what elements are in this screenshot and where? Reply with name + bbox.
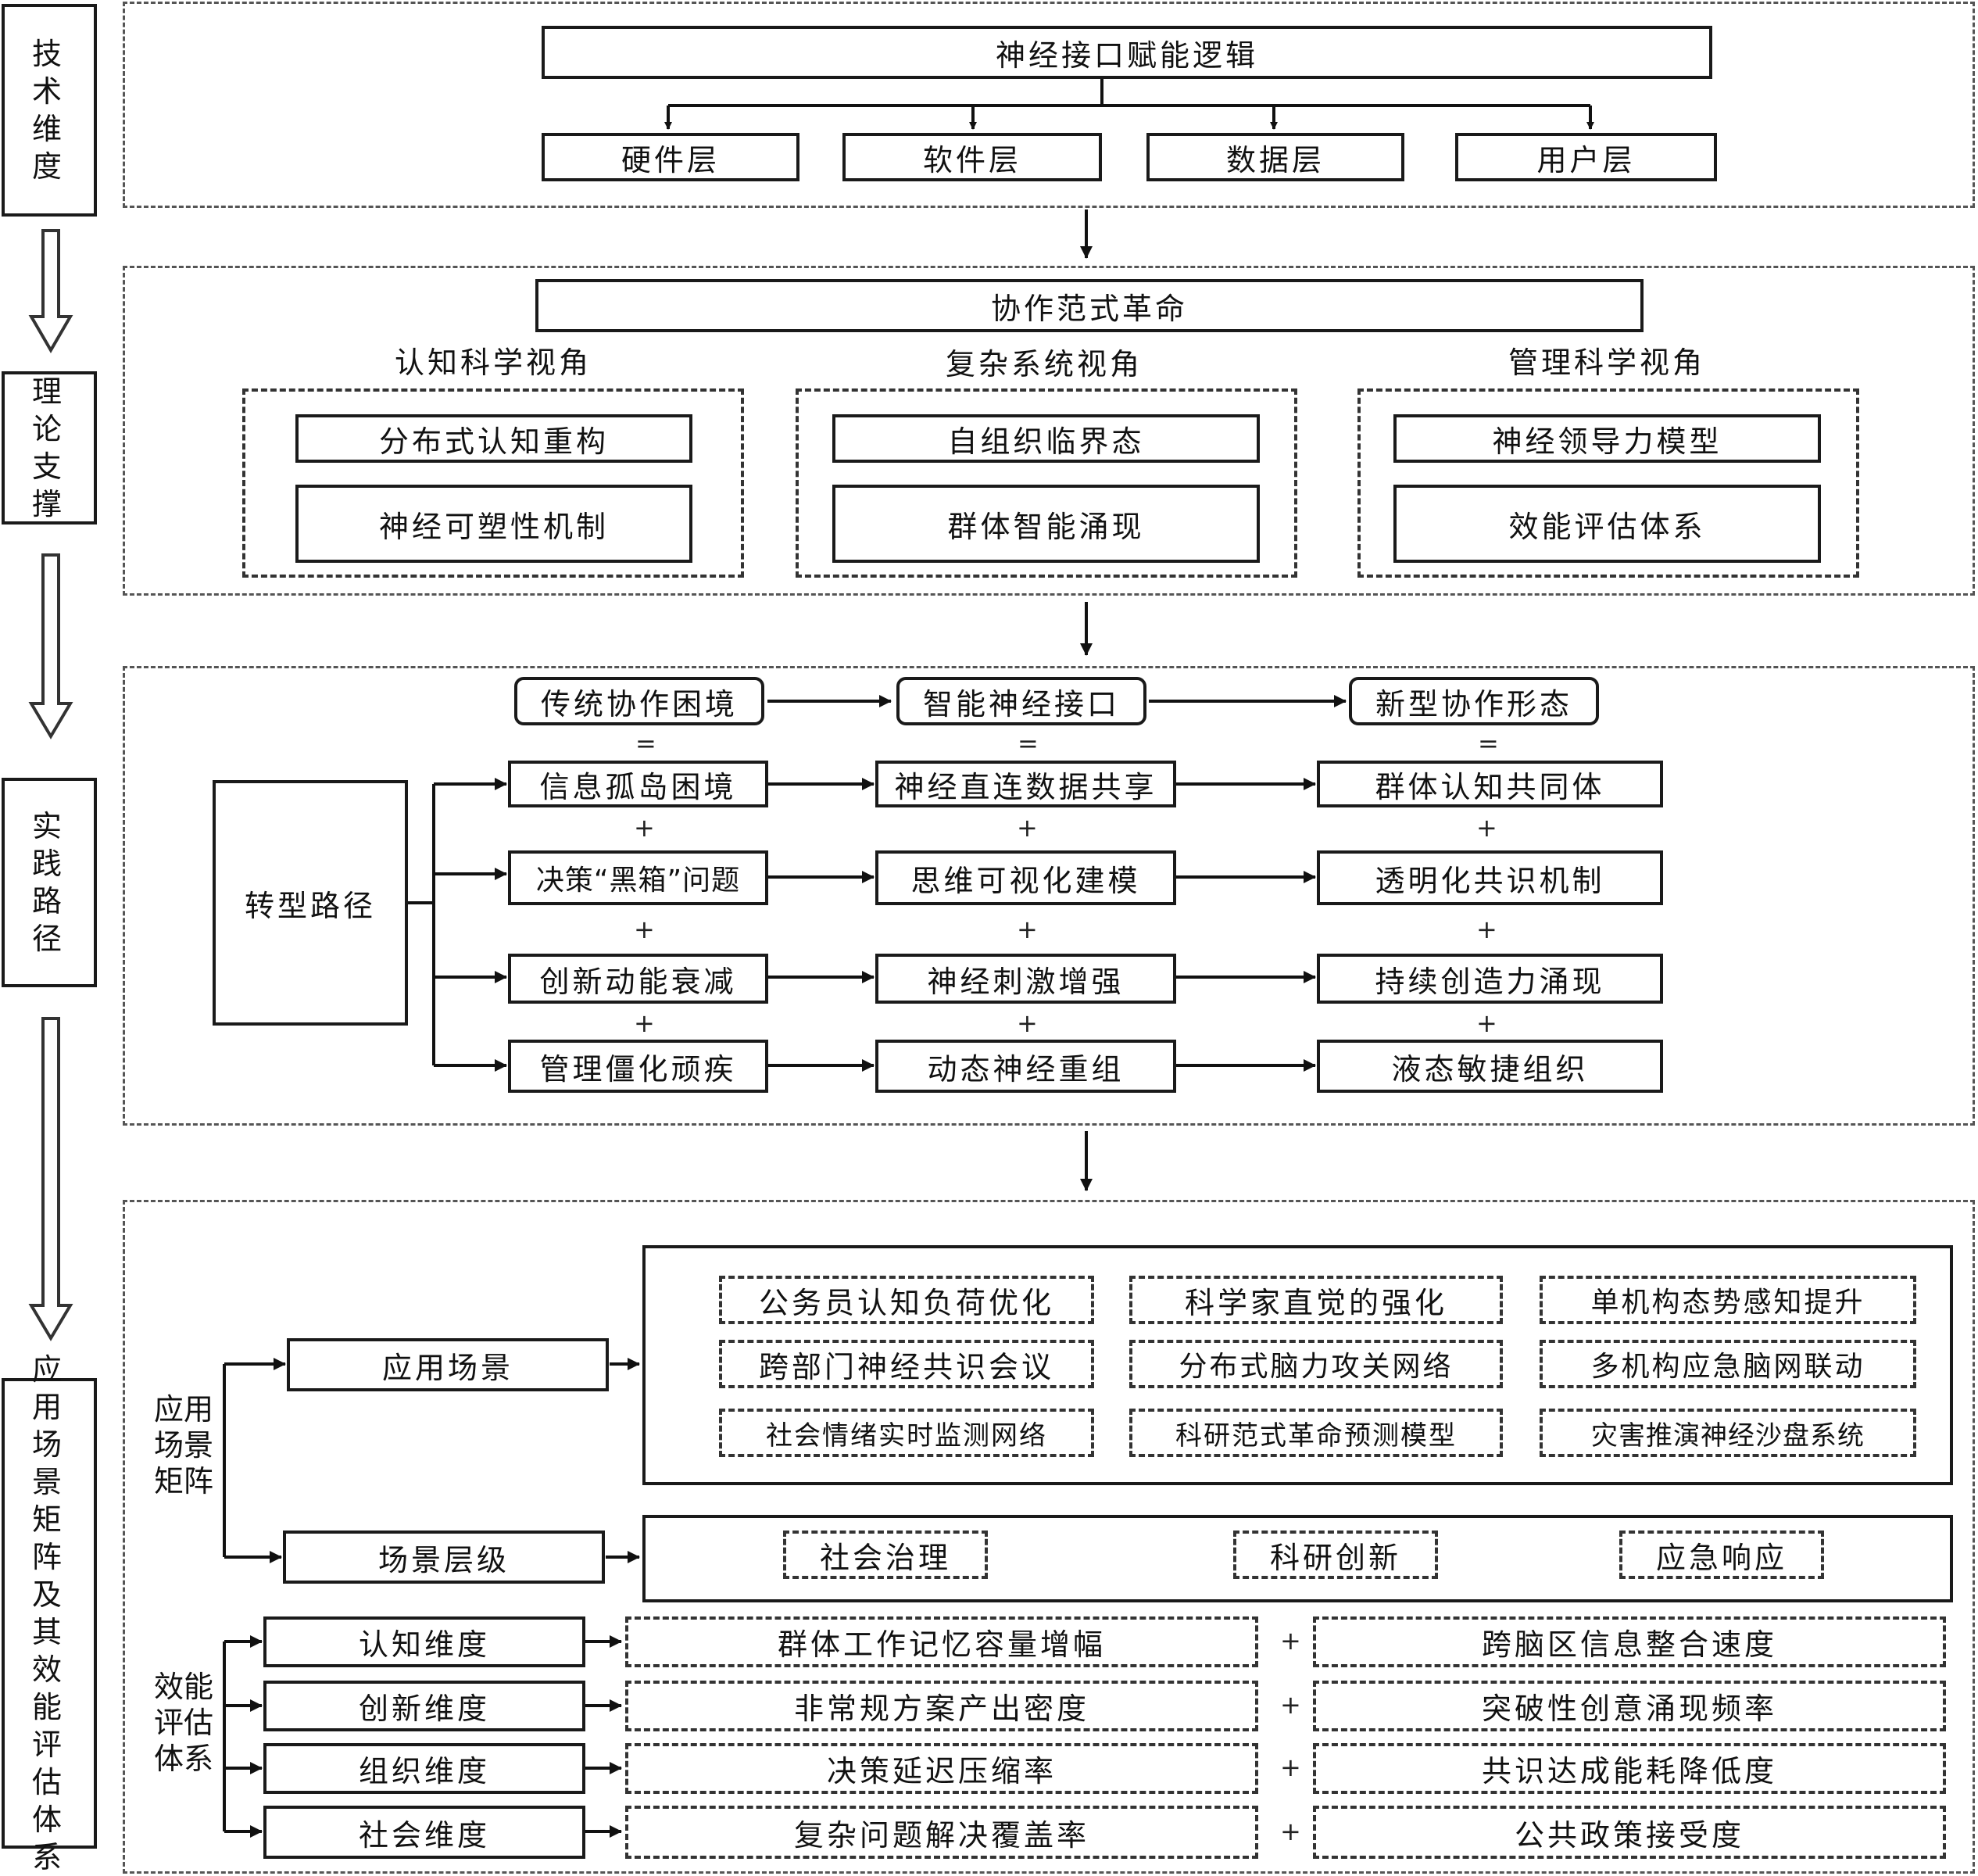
eval-metric-b-innovation: 突破性创意涌现频率	[1313, 1681, 1946, 1731]
practice-r3-c1: 创新动能衰减	[508, 954, 768, 1004]
tech-layer-hardware: 硬件层	[542, 133, 799, 181]
equal-sign-3: =	[1478, 729, 1499, 758]
plus-r3-c1: +	[634, 1008, 655, 1038]
scenario-r3-c2: 科研范式革命预测模型	[1129, 1409, 1503, 1457]
flow-arrow-1	[28, 229, 73, 353]
flow-arrow-3	[28, 1017, 73, 1341]
practice-r2-c1: 决策“黑箱”问题	[508, 850, 768, 905]
eval-dim-social: 社会维度	[263, 1806, 585, 1859]
side-label-theory: 理论支撑	[2, 371, 97, 524]
app-scenario-label-box: 应用场景	[287, 1338, 609, 1391]
plus-r3-c2: +	[1017, 1008, 1038, 1038]
eval-dim-innovation: 创新维度	[263, 1681, 585, 1731]
theory-item-swarm-intelligence: 群体智能涌现	[832, 485, 1260, 563]
tech-layer-software: 软件层	[842, 133, 1102, 181]
plus-r3-c3: +	[1476, 1008, 1497, 1038]
scenario-r3-c1: 社会情绪实时监测网络	[719, 1409, 1094, 1457]
app-section-frame	[123, 1200, 1975, 1874]
scenario-r2-c2: 分布式脑力攻关网络	[1129, 1340, 1503, 1388]
tech-section-frame	[123, 2, 1975, 208]
practice-r4-c2: 动态神经重组	[875, 1040, 1176, 1093]
tech-layer-data: 数据层	[1146, 133, 1404, 181]
perspective-frame-cognitive	[242, 388, 744, 578]
eval-dim-cognitive: 认知维度	[263, 1616, 585, 1667]
perspective-frame-management	[1357, 388, 1859, 578]
theory-top-box: 协作范式革命	[535, 279, 1644, 332]
theory-item-neural-leadership: 神经领导力模型	[1393, 414, 1821, 463]
transformation-path-box: 转型路径	[213, 780, 408, 1026]
practice-r1-c2: 神经直连数据共享	[875, 761, 1176, 807]
perspective-frame-complex	[796, 388, 1297, 578]
eval-system-label: 效能评估体系	[153, 1670, 213, 1776]
scenario-r1-c1: 公务员认知负荷优化	[719, 1276, 1094, 1324]
plus-r1-c3: +	[1476, 813, 1497, 843]
scenario-r1-c2: 科学家直觉的强化	[1129, 1276, 1503, 1324]
theory-section-frame	[123, 266, 1975, 596]
practice-section-frame	[123, 666, 1975, 1126]
plus-r1-c1: +	[634, 813, 655, 843]
flow-arrow-2	[28, 553, 73, 739]
side-label-practice: 实践路径	[2, 778, 97, 987]
level-emergency-response: 应急响应	[1619, 1531, 1824, 1579]
scenario-r2-c3: 多机构应急脑网联动	[1540, 1340, 1916, 1388]
practice-header-traditional: 传统协作困境	[514, 677, 764, 725]
practice-r3-c3: 持续创造力涌现	[1317, 954, 1663, 1004]
theory-item-distributed-cognition: 分布式认知重构	[295, 414, 692, 463]
scenario-r3-c3: 灾害推演神经沙盘系统	[1540, 1409, 1916, 1457]
eval-metric-a-innovation: 非常规方案产出密度	[625, 1681, 1258, 1731]
perspective-title-cognitive: 认知科学视角	[395, 345, 592, 380]
app-level-label-box: 场景层级	[283, 1531, 605, 1584]
side-label-tech: 技术维度	[2, 4, 97, 217]
practice-header-new-form: 新型协作形态	[1349, 677, 1599, 725]
app-matrix-label: 应用场景矩阵	[153, 1392, 213, 1498]
tech-top-box: 神经接口赋能逻辑	[542, 26, 1712, 79]
practice-r2-c2: 思维可视化建模	[875, 850, 1176, 905]
eval-metric-a-social: 复杂问题解决覆盖率	[625, 1806, 1258, 1859]
eval-plus-4: +	[1280, 1817, 1301, 1846]
equal-sign-2: =	[1018, 729, 1039, 758]
theory-item-neuroplasticity: 神经可塑性机制	[295, 485, 692, 563]
plus-r2-c1: +	[634, 915, 655, 944]
perspective-title-management: 管理科学视角	[1508, 345, 1706, 380]
theory-item-self-organized: 自组织临界态	[832, 414, 1260, 463]
plus-r2-c3: +	[1476, 915, 1497, 944]
eval-metric-b-social: 公共政策接受度	[1313, 1806, 1946, 1859]
level-research-innovation: 科研创新	[1233, 1531, 1438, 1579]
eval-plus-1: +	[1280, 1626, 1301, 1656]
level-panel	[642, 1515, 1953, 1602]
scenario-panel	[642, 1245, 1953, 1485]
level-social-governance: 社会治理	[783, 1531, 988, 1579]
eval-metric-a-cognitive: 群体工作记忆容量增幅	[625, 1616, 1258, 1667]
eval-metric-b-organization: 共识达成能耗降低度	[1313, 1743, 1946, 1794]
practice-header-neural-interface: 智能神经接口	[896, 677, 1146, 725]
eval-metric-b-cognitive: 跨脑区信息整合速度	[1313, 1616, 1946, 1667]
equal-sign-1: =	[635, 729, 656, 758]
tech-layer-user: 用户层	[1455, 133, 1717, 181]
practice-r1-c1: 信息孤岛困境	[508, 761, 768, 807]
practice-r4-c1: 管理僵化顽疾	[508, 1040, 768, 1093]
practice-r3-c2: 神经刺激增强	[875, 954, 1176, 1004]
eval-metric-a-organization: 决策延迟压缩率	[625, 1743, 1258, 1794]
theory-item-effectiveness: 效能评估体系	[1393, 485, 1821, 563]
side-label-app: 应用场景矩阵及其效能评估体系	[2, 1352, 97, 1874]
plus-r1-c2: +	[1017, 813, 1038, 843]
scenario-r1-c3: 单机构态势感知提升	[1540, 1276, 1916, 1324]
practice-r2-c3: 透明化共识机制	[1317, 850, 1663, 905]
eval-plus-2: +	[1280, 1690, 1301, 1720]
perspective-title-complex: 复杂系统视角	[946, 347, 1143, 381]
practice-r1-c3: 群体认知共同体	[1317, 761, 1663, 807]
practice-r4-c3: 液态敏捷组织	[1317, 1040, 1663, 1093]
scenario-r2-c1: 跨部门神经共识会议	[719, 1340, 1094, 1388]
eval-plus-3: +	[1280, 1752, 1301, 1782]
eval-dim-organization: 组织维度	[263, 1743, 585, 1794]
plus-r2-c2: +	[1017, 915, 1038, 944]
